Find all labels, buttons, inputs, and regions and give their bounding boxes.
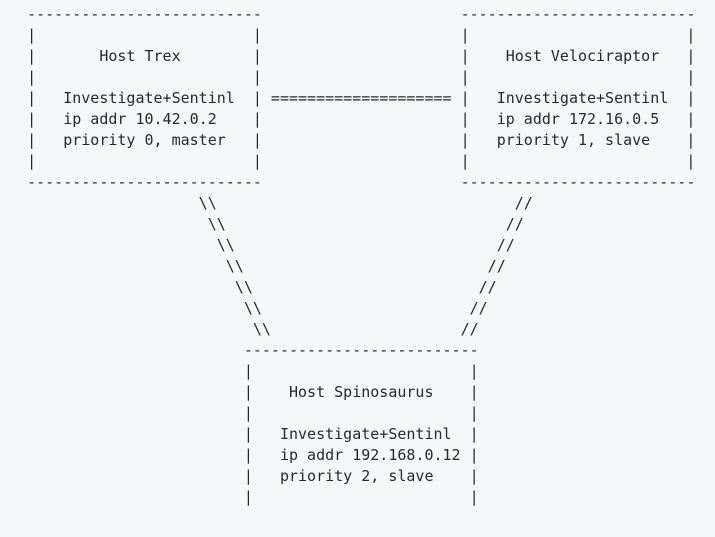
ascii-line-diagonal: \\ // xyxy=(0,299,488,317)
ascii-line: | Investigate+Sentinl | xyxy=(0,425,479,443)
ascii-line-diagonal: \\ // xyxy=(0,215,524,233)
ascii-line: | | xyxy=(0,488,479,506)
ascii-line: | ip addr 192.168.0.12 | xyxy=(0,446,479,464)
ascii-line-host-spinosaurus-title: | Host Spinosaurus | xyxy=(0,383,479,401)
ascii-line: -------------------------- -------------… xyxy=(0,173,696,191)
ascii-line-diagonal: \\ // xyxy=(0,320,479,338)
ascii-line: | | | | xyxy=(0,68,696,86)
ascii-line-host-trex-title: | Host Trex | | Host Velociraptor | xyxy=(0,47,696,65)
ascii-line: -------------------------- xyxy=(0,341,479,359)
ascii-line: | ip addr 10.42.0.2 | | ip addr 172.16.0… xyxy=(0,110,696,128)
ascii-line: | priority 2, slave | xyxy=(0,467,479,485)
ascii-line-diagonal: \\ // xyxy=(0,236,515,254)
ascii-line: | | | | xyxy=(0,26,696,44)
ascii-line-diagonal: \\ // xyxy=(0,257,506,275)
ascii-line: | | xyxy=(0,362,479,380)
ascii-line: | priority 0, master | | priority 1, sla… xyxy=(0,131,696,149)
ascii-line: | | | | xyxy=(0,152,696,170)
ascii-line-link-equals: | Investigate+Sentinl | ================… xyxy=(0,89,696,107)
ascii-line-diagonal: \\ // xyxy=(0,194,533,212)
ascii-line-diagonal: \\ // xyxy=(0,278,497,296)
ascii-line: | | xyxy=(0,404,479,422)
network-topology-ascii-diagram: -------------------------- -------------… xyxy=(0,5,696,506)
ascii-line: -------------------------- -------------… xyxy=(0,5,696,23)
